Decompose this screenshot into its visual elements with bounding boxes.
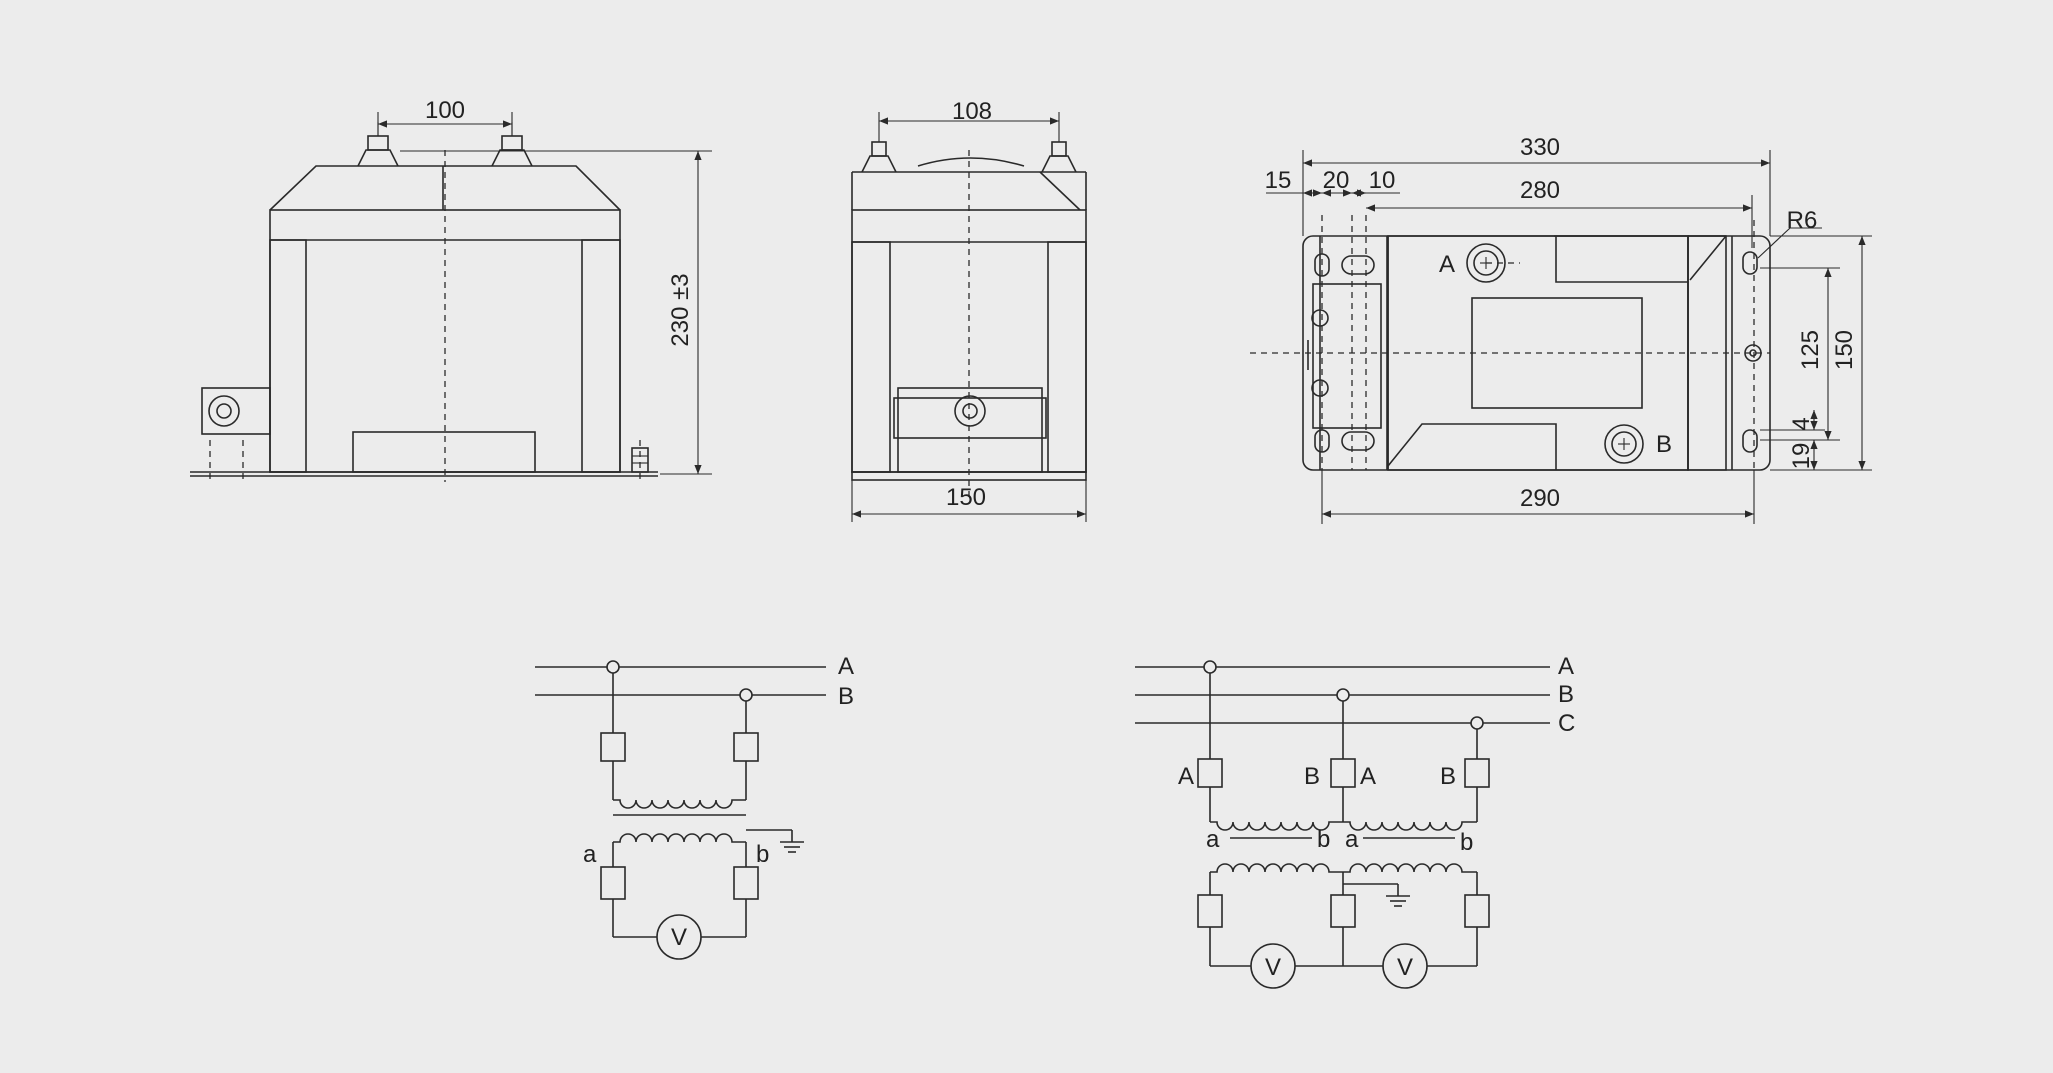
dim-top-15: 15 (1265, 167, 1292, 194)
single-sec-a: a (583, 841, 597, 868)
three-line-c: C (1558, 710, 1575, 737)
dim-top-330: 330 (1520, 134, 1560, 161)
fuse-primary-left (600, 732, 626, 762)
dim-front-height: 230 ±3 (667, 273, 694, 346)
fuse-3p-sec-a (1197, 894, 1223, 928)
secondary-winding (613, 833, 746, 843)
side-view: 108 150 (851, 98, 1087, 522)
side-terminal-left (861, 128, 897, 173)
single-sec-b: b (756, 841, 769, 868)
three-line-a: A (1558, 653, 1574, 680)
dim-top-10: 10 (1369, 167, 1396, 194)
top-terminal-b (1604, 424, 1644, 464)
voltmeter-three-2 (1382, 943, 1428, 989)
circuit-three-phase: A B C A B A B a b a b (1135, 653, 1575, 989)
three-t1-a: A (1178, 763, 1194, 790)
three-t1-b: B (1304, 763, 1320, 790)
top-label-b: B (1656, 431, 1672, 458)
dim-top-150: 150 (1831, 330, 1858, 370)
three-t2-b: B (1440, 763, 1456, 790)
dim-top-290: 290 (1520, 485, 1560, 512)
three-meter-1-label: V (1265, 954, 1281, 981)
fuse-3p-a (1197, 758, 1223, 788)
dim-front-pitch: 100 (425, 97, 465, 124)
dim-top-r6: R6 (1787, 207, 1818, 234)
top-label-a: A (1439, 251, 1455, 278)
three-s2-a: a (1345, 826, 1359, 853)
dim-top-4: 4 (1788, 417, 1815, 430)
dim-top-280: 280 (1520, 177, 1560, 204)
primary-winding (613, 799, 746, 809)
three-s1-b: b (1317, 826, 1330, 853)
fuse-secondary-left (600, 866, 626, 900)
top-view: A B (1250, 134, 1872, 524)
front-view: 100 230 ±3 (190, 97, 712, 482)
dim-side-bottom: 150 (946, 484, 986, 511)
fuse-3p-c (1464, 758, 1490, 788)
secondary-winding-2 (1343, 863, 1477, 873)
fuse-3p-sec-c (1464, 894, 1490, 928)
primary-winding-1 (1210, 821, 1343, 831)
three-line-b: B (1558, 681, 1574, 708)
mount-slots-right (1742, 251, 1762, 453)
dim-side-top: 108 (952, 98, 992, 125)
single-line-b: B (838, 683, 854, 710)
secondary-winding-1 (1210, 863, 1343, 873)
side-terminal-right (1041, 128, 1077, 173)
primary-winding-2 (1343, 821, 1477, 831)
voltmeter-single (656, 914, 702, 960)
three-meter-2-label: V (1397, 954, 1413, 981)
fuse-secondary-right (733, 866, 759, 900)
three-s1-a: a (1206, 826, 1220, 853)
fuse-3p-sec-b (1330, 894, 1356, 928)
three-t2-a: A (1360, 763, 1376, 790)
three-s2-b: b (1460, 829, 1473, 856)
voltmeter-three-1 (1250, 943, 1296, 989)
single-meter-label: V (671, 924, 687, 951)
fuse-3p-b (1330, 758, 1356, 788)
circuit-single-phase: A B a b V (535, 653, 854, 960)
dim-top-19: 19 (1788, 443, 1815, 470)
fuse-primary-right (733, 732, 759, 762)
dim-top-20: 20 (1323, 167, 1350, 194)
dim-top-125: 125 (1797, 330, 1824, 370)
single-line-a: A (838, 653, 854, 680)
